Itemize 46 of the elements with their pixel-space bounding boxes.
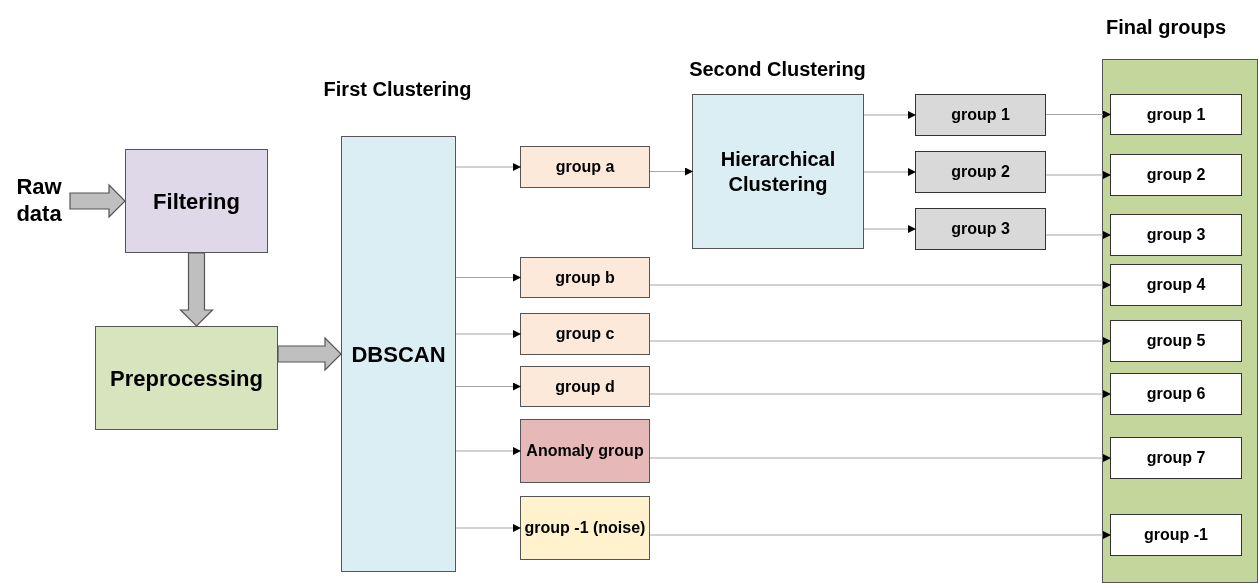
group-box: group 3 bbox=[1110, 214, 1242, 256]
arrow bbox=[1045, 110, 1111, 119]
block-arrow bbox=[69, 183, 126, 219]
group-box: group b bbox=[520, 257, 650, 298]
arrow bbox=[455, 273, 521, 282]
arrow bbox=[455, 330, 521, 338]
group-box: group 2 bbox=[915, 151, 1046, 193]
arrow bbox=[649, 281, 1111, 289]
process-box: Preprocessing bbox=[95, 326, 278, 430]
stage-heading: Second Clustering bbox=[688, 57, 867, 82]
input-label: Raw data bbox=[8, 168, 70, 232]
arrow bbox=[863, 168, 916, 176]
group-box: group 6 bbox=[1110, 373, 1242, 415]
arrow bbox=[455, 447, 521, 455]
process-box: Filtering bbox=[125, 149, 268, 253]
arrow bbox=[455, 382, 521, 391]
group-box: group 5 bbox=[1110, 320, 1242, 362]
arrow bbox=[863, 111, 916, 119]
block-arrow bbox=[277, 336, 342, 372]
group-box: group 4 bbox=[1110, 264, 1242, 306]
group-box: group c bbox=[520, 313, 650, 355]
arrow bbox=[649, 167, 693, 176]
arrow bbox=[455, 163, 521, 171]
group-box: group d bbox=[520, 366, 650, 407]
arrow bbox=[455, 524, 521, 532]
group-box: group 1 bbox=[915, 94, 1046, 136]
cluster-box: Hierarchical Clustering bbox=[692, 94, 864, 249]
group-box: group -1 (noise) bbox=[520, 496, 650, 560]
arrow bbox=[649, 531, 1111, 539]
group-box: group -1 bbox=[1110, 514, 1242, 556]
arrow bbox=[863, 225, 916, 233]
group-box: group 7 bbox=[1110, 437, 1242, 479]
group-box: group 2 bbox=[1110, 154, 1242, 196]
arrow bbox=[649, 454, 1111, 462]
group-box: Anomaly group bbox=[520, 419, 650, 483]
group-box: group 1 bbox=[1110, 94, 1242, 135]
arrow bbox=[1045, 171, 1111, 179]
arrow bbox=[1045, 231, 1111, 239]
panel-heading: Final groups bbox=[1106, 15, 1226, 40]
block-arrow bbox=[179, 252, 214, 327]
group-box: group 3 bbox=[915, 208, 1046, 250]
stage-heading: First Clustering bbox=[322, 77, 473, 102]
arrow bbox=[649, 337, 1111, 345]
cluster-box: DBSCAN bbox=[341, 136, 456, 572]
arrow bbox=[649, 390, 1111, 398]
group-box: group a bbox=[520, 146, 650, 188]
